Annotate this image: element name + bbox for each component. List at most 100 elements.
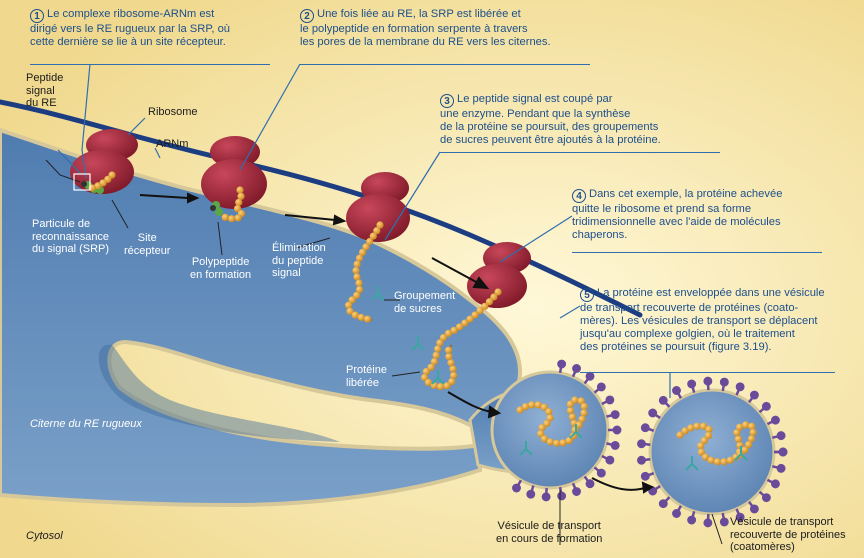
coatomer-head: [778, 465, 784, 471]
vesicle-coated: [650, 390, 774, 514]
step-3-line-4: de sucres peuvent être ajoutés à la prot…: [440, 134, 661, 146]
chain-4-bead: [448, 378, 455, 385]
label-srp: Particule de reconnaissance du signal (S…: [32, 218, 109, 256]
step-5-line-1: La protéine est enveloppée dans une vési…: [597, 287, 825, 299]
label-sucres: Groupement de sucres: [394, 290, 455, 315]
label-arnm: ARNm: [156, 138, 188, 151]
step-5-line-3: mères). Les vésicules de transport se dé…: [580, 315, 818, 327]
label-srp-line-1: Particule de: [32, 218, 90, 230]
chain-6-bead: [748, 423, 755, 430]
coatomer-head: [638, 457, 644, 463]
coatomer-head: [705, 378, 711, 384]
step-1: 1Le complexe ribosome-ARNm est dirigé ve…: [30, 8, 280, 49]
step-3-line-1: Le peptide signal est coupé par: [457, 93, 613, 105]
step-2-line-2: le polypeptide en formation serpente à t…: [300, 23, 528, 35]
coatomer-head: [607, 397, 613, 403]
chain-6-bead: [742, 421, 749, 428]
coatomer-head: [558, 493, 564, 499]
coatomer-head: [721, 379, 727, 385]
coatomer-head: [614, 427, 620, 433]
coatomer-head: [763, 403, 769, 409]
chain-4-bead: [449, 365, 456, 372]
label-vesicule-line-1: Vésicule de transport: [730, 516, 833, 528]
label-ribosome: Ribosome: [148, 106, 198, 119]
step-4-rule: [572, 252, 822, 253]
chain-5-bead: [528, 401, 535, 408]
coatomer-head: [558, 361, 564, 367]
step-4-line-1: Dans cet exemple, la protéine achevée: [589, 188, 782, 200]
label-sucres-line-1: Groupement: [394, 290, 455, 302]
step-2-number: 2: [300, 9, 314, 23]
chain-5-bead: [580, 409, 587, 416]
coatomer-head: [751, 392, 757, 398]
coatomer-head: [705, 520, 711, 526]
signal-tip: [210, 205, 216, 211]
step-3-rule: [440, 152, 720, 153]
coatomer-head: [587, 481, 593, 487]
coatomer-head: [688, 517, 694, 523]
chain-6-bead: [720, 458, 727, 465]
label-vesicule: Vésicule de transport recouverte de prot…: [730, 516, 846, 554]
chain-3-bead: [358, 314, 365, 321]
coatomer-head: [612, 442, 618, 448]
label-site-line-2: récepteur: [124, 245, 170, 257]
chain-3-bead: [352, 267, 359, 274]
label-vesicule-line-3: (coatomères): [730, 541, 795, 553]
label-elimination-line-2: du peptide: [272, 255, 323, 267]
label-vesicule-formation-line-2: en cours de formation: [496, 533, 602, 545]
chain-5-bead: [538, 424, 545, 431]
chain-5-bead: [553, 440, 560, 447]
chain-4-bead: [433, 352, 440, 359]
coatomer-head: [612, 411, 618, 417]
coatomer-head: [660, 500, 666, 506]
label-site-line-1: Site: [138, 232, 157, 244]
coatomer-head: [528, 491, 534, 497]
vesicle-forming: [492, 372, 608, 488]
label-cytosol: Cytosol: [26, 530, 63, 543]
chain-4-bead: [445, 353, 452, 360]
label-sucres-line-2: de sucres: [394, 303, 442, 315]
chain-4-bead: [434, 345, 441, 352]
coatomer-head: [642, 473, 648, 479]
step-3-line-3: de la protéine se poursuit, des groupeme…: [440, 121, 658, 133]
coatomer-head: [721, 519, 727, 525]
label-site: Site récepteur: [124, 232, 170, 257]
coatomer-head: [573, 488, 579, 494]
coatomer-head: [673, 387, 679, 393]
label-srp-line-3: du signal (SRP): [32, 243, 109, 255]
chain-3-bead: [353, 273, 360, 280]
coatomer-head: [573, 365, 579, 371]
coatomer-head: [763, 494, 769, 500]
signal-tip-1: [81, 181, 87, 187]
coatomer-head: [513, 485, 519, 491]
label-vesicule-formation: Vésicule de transport en cours de format…: [496, 520, 602, 545]
coatomer-head: [642, 425, 648, 431]
chain-6-bead: [749, 429, 756, 436]
step-4-number: 4: [572, 189, 586, 203]
coatomer-head: [778, 432, 784, 438]
label-polypeptide-line-1: Polypeptide: [192, 256, 250, 268]
chain-2-bead: [222, 214, 229, 221]
label-proteine-line-2: libérée: [346, 377, 379, 389]
chain-5-bead: [547, 438, 554, 445]
chain-6-bead: [708, 457, 715, 464]
step-5-line-2: de transport recouverte de protéines (co…: [580, 302, 798, 314]
chain-4-bead: [445, 347, 452, 354]
coatomer-head: [688, 381, 694, 387]
step-1-line-3: cette dernière se lie à un site récepteu…: [30, 36, 226, 48]
coatomer-head: [751, 506, 757, 512]
chain-3-bead: [354, 261, 361, 268]
chain-5-bead: [522, 403, 529, 410]
step-1-rule: [30, 64, 270, 65]
label-srp-line-2: reconnaissance: [32, 231, 109, 243]
chain-6-bead: [714, 458, 721, 465]
coatomer-head: [649, 410, 655, 416]
chain-5-bead: [569, 413, 576, 420]
label-elimination-line-1: Élimination: [272, 242, 326, 254]
step-4-line-3: tridimensionnelle avec l'aide de molécul…: [572, 216, 781, 228]
coatomer-head: [587, 373, 593, 379]
